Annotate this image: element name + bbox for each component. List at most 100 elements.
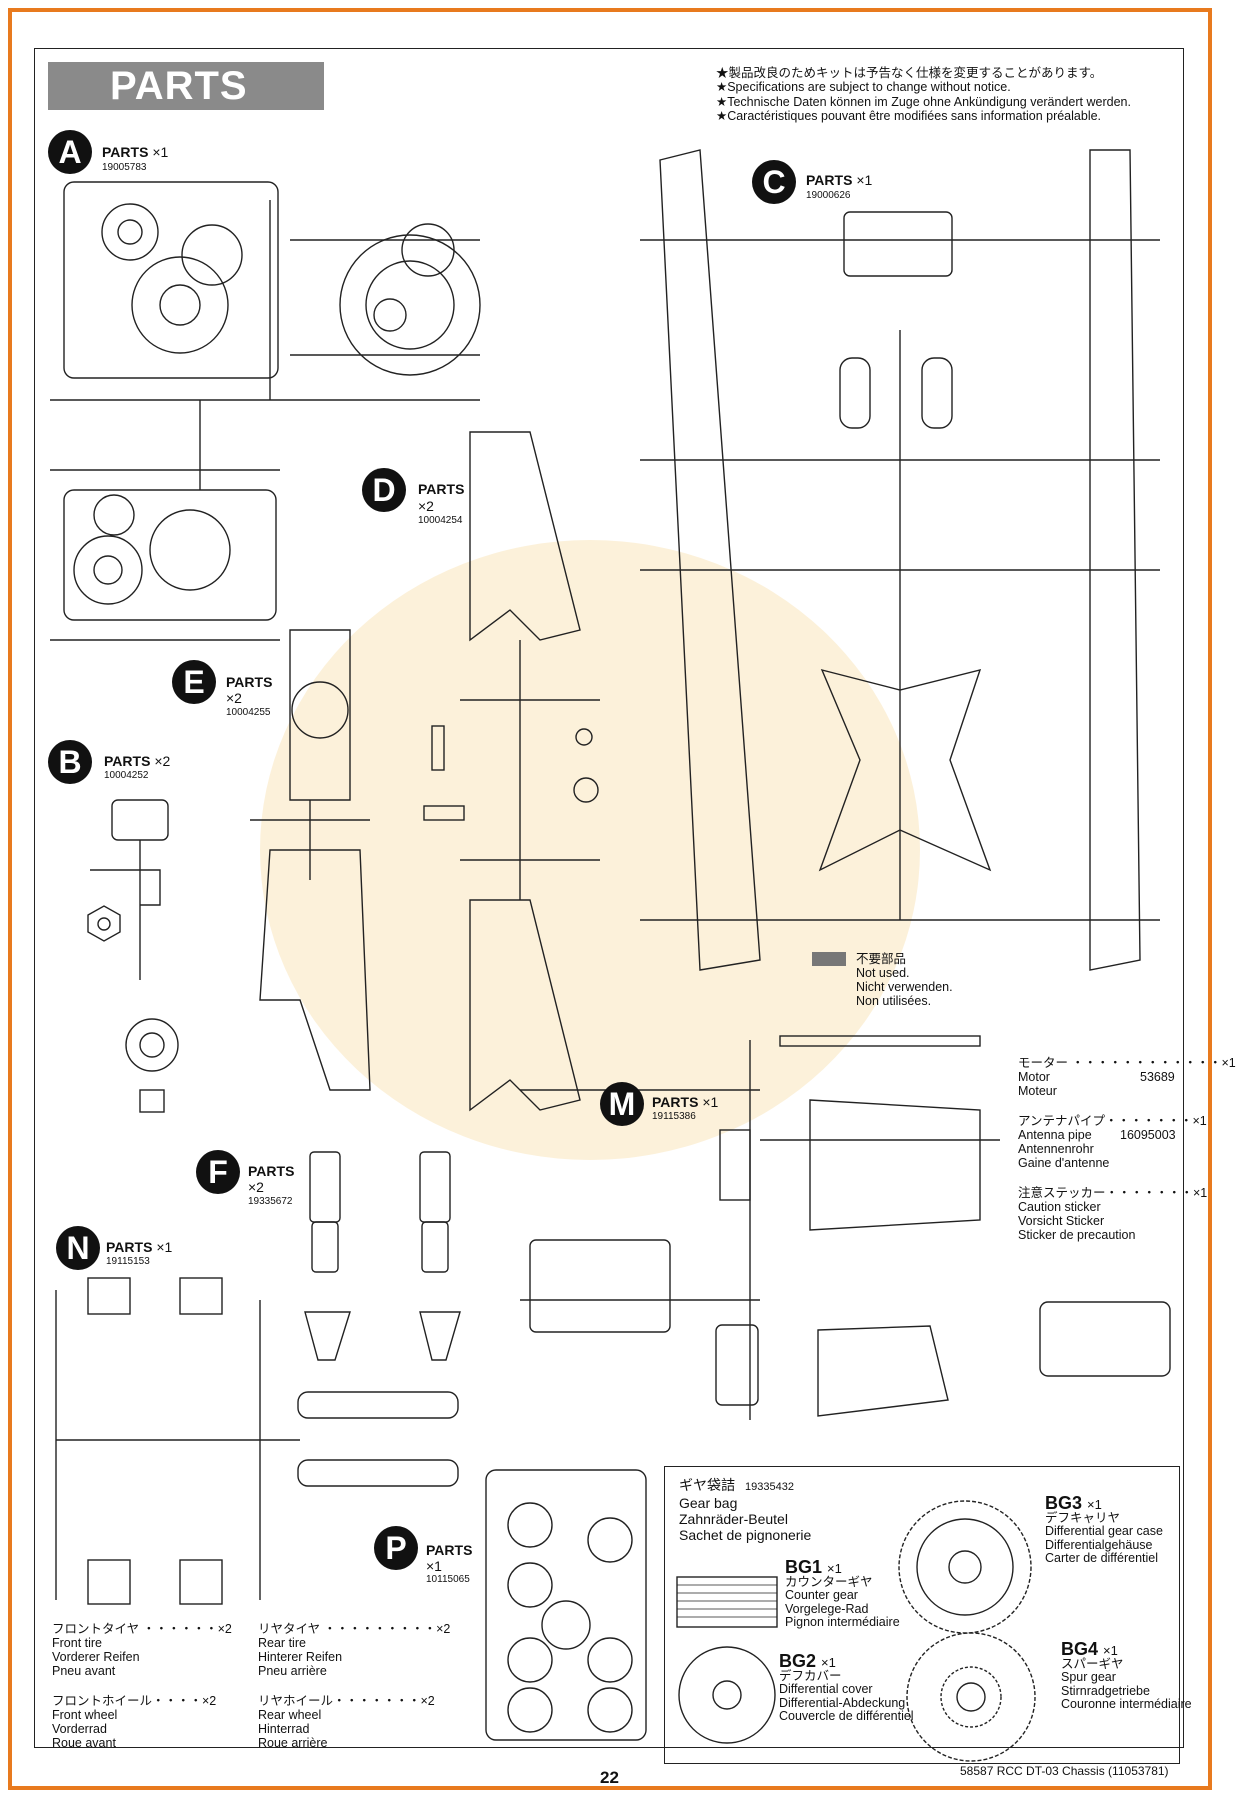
tree-b-drawing [87,799,179,1113]
not-used-fr: Non utilisées. [856,994,932,1008]
parts-m-code: 19115386 [652,1111,696,1122]
rear-wheel-fr: Roue arrière [258,1736,328,1750]
parts-d-code: 10004254 [418,515,463,526]
parts-d-label: PARTS [418,481,465,497]
bg1-entry: BG1 ×1 カウンターギヤ Counter gear Vorgelege-Ra… [785,1558,900,1630]
badge-e: E [172,660,216,704]
antenna-de: Antennenrohr [1018,1142,1094,1156]
parts-e-code: 10004255 [226,707,271,718]
parts-a-code: 19005783 [102,162,147,173]
front-wheel-de: Vorderrad [52,1722,107,1736]
sticker-en: Caution sticker [1018,1200,1101,1214]
rear-tire-entry: リヤタイヤ ・・・・・・・・・×2 Rear tire Hinterer Rei… [258,1622,450,1678]
tree-m-drawing [520,1035,1171,1420]
bg4-count: ×1 [1103,1643,1118,1658]
motor-jp: モーター ・・・・・・・・・・・・×1 [1018,1056,1236,1070]
parts-e-label: PARTS [226,674,273,690]
bg4-jp: スパーギヤ [1061,1656,1124,1671]
badge-f: F [196,1150,240,1194]
badge-a: A [48,130,92,174]
tree-f-drawing [304,1151,461,1361]
tree-p-drawing [485,1469,647,1741]
badge-n: N [56,1226,100,1270]
rear-tire-de: Hinterer Reifen [258,1650,343,1664]
bg2-en: Differential cover [779,1682,873,1696]
parts-f-label: PARTS [248,1163,295,1179]
rear-wheel-entry: リヤホイール・・・・・・・×2 Rear wheel Hinterrad Rou… [258,1694,435,1750]
antenna-code: 16095003 [1120,1128,1176,1142]
parts-b-code: 10004252 [104,770,149,781]
not-used-de: Nicht verwenden. [856,980,953,994]
tree-c-drawing [640,149,1160,971]
bg4-entry: BG4 ×1 スパーギヤ Spur gear Stirnradgetriebe … [1061,1640,1192,1712]
parts-f-count: ×2 [248,1179,264,1195]
bg4-de: Stirnradgetriebe [1061,1683,1150,1698]
page-border [8,8,1212,1790]
not-used-en: Not used. [856,966,910,980]
parts-n-label: PARTS ×1 [106,1239,172,1255]
bg2-jp: デフカバー [779,1668,842,1683]
front-tire-fr: Pneu avant [52,1664,116,1678]
front-tire-entry: フロントタイヤ ・・・・・・×2 Front tire Vorderer Rei… [52,1622,232,1678]
notice-de: ★Technische Daten können im Zuge ohne An… [716,94,1131,109]
parts-b-label: PARTS ×2 [104,753,170,769]
front-wheel-en: Front wheel [52,1708,118,1722]
parts-b-count: ×2 [154,753,171,769]
front-wheel-entry: フロントホイール・・・・×2 Front wheel Vorderrad Rou… [52,1694,216,1750]
bg1-jp: カウンターギヤ [785,1574,873,1589]
antenna-entry: アンテナパイプ・・・・・・・×1 Antenna pipe 16095003 An… [1018,1114,1207,1170]
tree-n-drawing [55,1277,459,1605]
rear-wheel-de: Hinterrad [258,1722,310,1736]
antenna-en-row: Antenna pipe 16095003 [1018,1128,1207,1142]
tree-e-drawing [250,629,371,1091]
badge-d: D [362,468,406,512]
model-footer: 58587 RCC DT-03 Chassis (11053781) [960,1764,1169,1778]
antenna-en: Antenna pipe [1018,1128,1092,1142]
content-frame [34,48,1184,1748]
gear-drawings [676,1500,1036,1762]
bg3-fr: Carter de différentiel [1045,1551,1159,1565]
parts-n-title: PARTS [106,1239,153,1255]
bg1-title: BG1 ×1 [785,1558,900,1576]
bg4-title: BG4 ×1 [1061,1640,1192,1658]
gear-bag-fr: Sachet de pignonerie [679,1527,812,1543]
front-wheel-jp: フロントホイール・・・・×2 [52,1694,217,1708]
parts-d-count: ×2 [418,498,434,514]
bg4-en: Spur gear [1061,1670,1116,1684]
bg2-name: BG2 [779,1651,817,1671]
bg2-de: Differential-Abdeckung [779,1695,906,1710]
parts-c-count: ×1 [856,172,873,188]
notice-fr: ★Caractéristiques pouvant être modifiées… [716,108,1102,123]
bg3-name: BG3 [1045,1493,1083,1513]
bg2-fr: Couvercle de différentiel [779,1709,914,1723]
parts-m-label: PARTS ×1 [652,1094,718,1110]
gear-bag-en: Gear bag [679,1495,738,1511]
motor-code: 53689 [1140,1070,1175,1084]
counter-gear-drawing [676,1576,778,1628]
gear-bag-jp: ギヤ袋詰 [679,1477,735,1493]
antenna-jp: アンテナパイプ・・・・・・・×1 [1018,1114,1207,1128]
bg1-name: BG1 [785,1557,823,1577]
bg3-entry: BG3 ×1 デフキャリヤ Differential gear case Dif… [1045,1494,1163,1566]
parts-m-count: ×1 [702,1094,719,1110]
tree-a-drawing [50,181,481,641]
motor-en-row: Motor 53689 [1018,1070,1236,1084]
badge-m: M [600,1082,644,1126]
front-tire-de: Vorderer Reifen [52,1650,140,1664]
parts-c-label: PARTS ×1 [806,172,872,188]
rear-tire-en: Rear tire [258,1636,306,1650]
bg1-count: ×1 [827,1561,842,1576]
badge-c: C [752,160,796,204]
front-tire-en: Front tire [52,1636,103,1650]
parts-e-count: ×2 [226,690,242,706]
watermark-logo [260,540,920,1160]
not-used-swatch [812,952,846,966]
rear-tire-jp: リヤタイヤ ・・・・・・・・・×2 [258,1622,451,1636]
not-used-jp: 不要部品 [856,952,907,966]
diff-cover-drawing [678,1646,776,1744]
motor-en: Motor [1018,1070,1050,1084]
